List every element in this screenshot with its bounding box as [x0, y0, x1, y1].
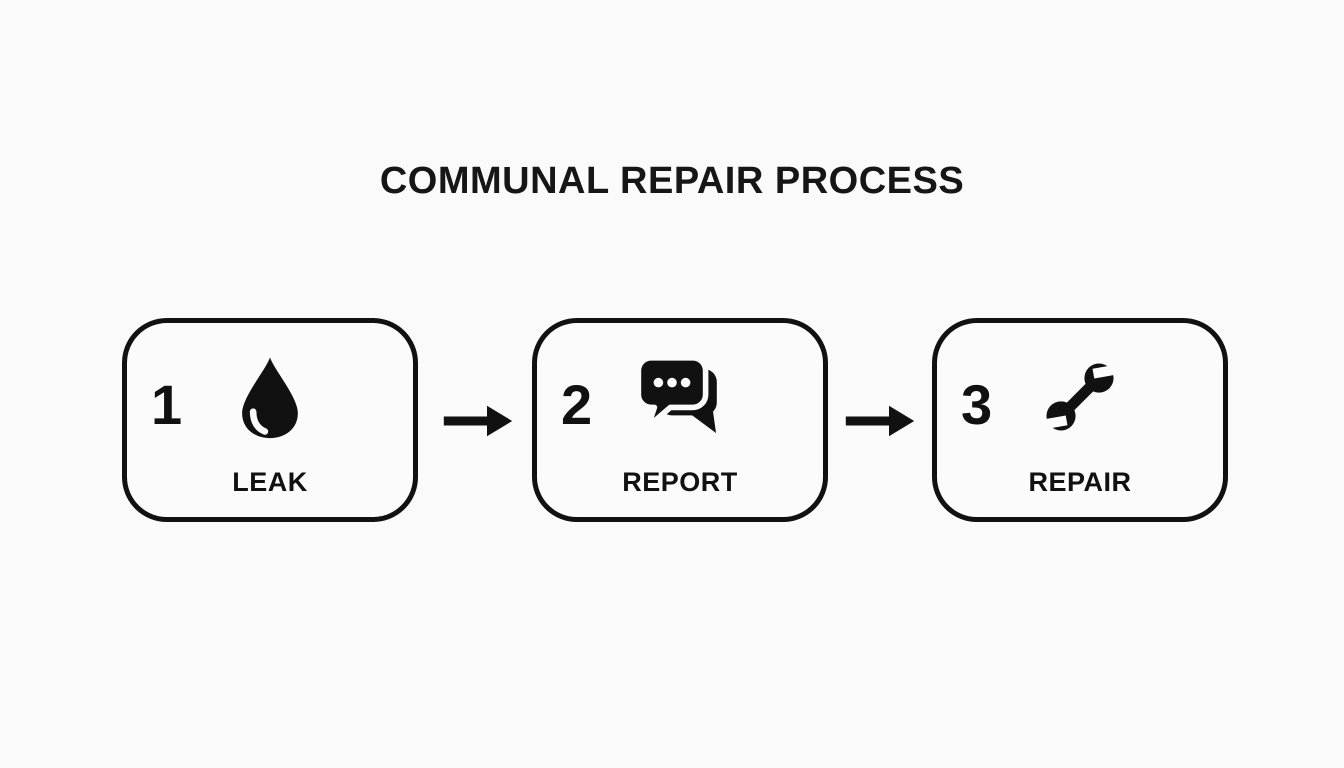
step-label: REPORT — [622, 467, 738, 497]
step-number: 3 — [961, 373, 993, 436]
chat-bubbles-icon — [630, 351, 730, 443]
step-box-repair: 3 REPAIR — [932, 318, 1228, 522]
step-label: REPAIR — [1028, 467, 1132, 497]
step-label: LEAK — [232, 467, 308, 497]
step-number: 1 — [151, 373, 183, 436]
step-box-leak: 1 LEAK — [122, 318, 418, 522]
step-box-report: 2 REPORT — [532, 318, 828, 522]
wrench-icon — [1030, 351, 1130, 443]
arrow-right-icon — [442, 398, 514, 444]
diagram-title: COMMUNAL REPAIR PROCESS — [379, 160, 965, 202]
arrow-right-icon — [844, 398, 916, 444]
step-number: 2 — [561, 373, 593, 436]
water-drop-icon — [220, 351, 320, 443]
